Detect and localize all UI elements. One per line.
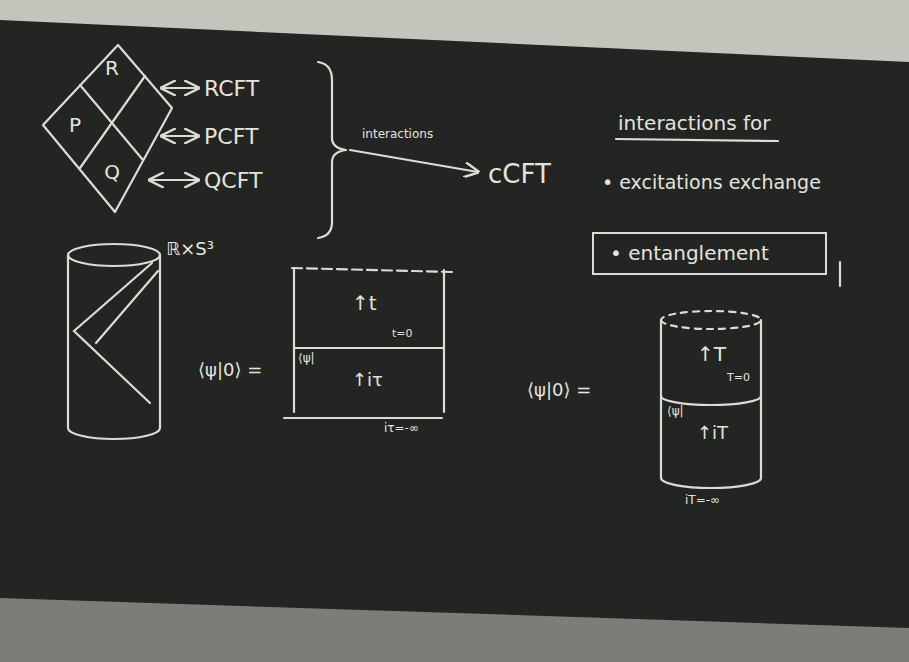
chalk-line bbox=[96, 271, 158, 343]
chalk-line bbox=[159, 255, 161, 428]
list-item: • excitations exchange bbox=[602, 172, 821, 194]
text-slot: T=0 bbox=[727, 372, 750, 385]
boxed-item: • entanglement bbox=[592, 232, 827, 275]
chalk-line bbox=[294, 347, 444, 349]
interaction-arrow bbox=[350, 150, 478, 172]
equation-lhs: ⟨ψ|0⟩ = bbox=[198, 360, 262, 381]
chalk-line bbox=[661, 478, 761, 488]
region-label: R bbox=[97, 53, 127, 83]
figure-outline bbox=[66, 243, 162, 443]
cylinder-figure: ℝ×S³ bbox=[66, 243, 162, 443]
chalk-line bbox=[760, 320, 762, 478]
chalk-line bbox=[68, 428, 160, 439]
text-slot: ↑t bbox=[352, 292, 377, 315]
text-slot: QCFT bbox=[204, 168, 262, 193]
text-slot: iτ=-∞ bbox=[384, 422, 419, 436]
node-text: Q bbox=[104, 161, 120, 184]
node-text: P bbox=[69, 114, 81, 137]
figure-text: ↑iT bbox=[697, 423, 728, 444]
region-label: P bbox=[60, 110, 90, 140]
node-text: • entanglement bbox=[610, 242, 809, 265]
cft-label: QCFT bbox=[204, 168, 262, 193]
text-slot: ⟨ψ|0⟩ = bbox=[527, 380, 591, 401]
text-slot: ↑iτ bbox=[352, 370, 383, 391]
text-slot: ⟨ψ| bbox=[298, 352, 315, 366]
text-slot: t=0 bbox=[392, 328, 413, 341]
text-slot: iT=-∞ bbox=[685, 494, 720, 508]
diamond-divider bbox=[80, 76, 145, 168]
chalk-line bbox=[67, 255, 69, 428]
text-slot: ℝ×S³ bbox=[166, 239, 214, 260]
chalk-mark bbox=[839, 262, 841, 286]
text-slot: interactions for bbox=[618, 112, 770, 135]
double-arrow bbox=[162, 135, 198, 137]
double-arrow bbox=[162, 87, 198, 89]
double-arrow bbox=[150, 179, 198, 181]
chalk-line bbox=[660, 320, 662, 478]
wall-strip bbox=[0, 0, 909, 62]
equation-lhs: ⟨ψ|0⟩ = bbox=[527, 380, 591, 401]
text-slot: PCFT bbox=[204, 124, 258, 149]
figure-text: ↑t bbox=[352, 292, 377, 315]
figure-text: ℝ×S³ bbox=[166, 239, 214, 260]
underline bbox=[616, 139, 778, 141]
strip-figure: ↑t t=0 ⟨ψ| ↑iτ iτ=-∞ bbox=[284, 262, 456, 442]
figure-text: ⟨ψ| bbox=[667, 405, 684, 419]
text-slot: cCFT bbox=[488, 160, 551, 190]
figure-text: iτ=-∞ bbox=[384, 422, 419, 436]
cft-label: RCFT bbox=[204, 76, 259, 101]
figure-text: t=0 bbox=[392, 328, 413, 341]
figure-text: iT=-∞ bbox=[685, 494, 720, 508]
figure-text: T=0 bbox=[727, 372, 750, 385]
causal-diamond bbox=[43, 45, 172, 212]
figure-text: ↑T bbox=[697, 343, 726, 366]
chalk-line bbox=[74, 263, 152, 403]
text-slot: RCFT bbox=[204, 76, 259, 101]
cylinder-figure: ↑TT=0 ⟨ψ| ↑iT iT=-∞ bbox=[655, 308, 767, 523]
chalk-line bbox=[68, 244, 160, 266]
chalk-line bbox=[293, 268, 295, 412]
chalk-line bbox=[284, 417, 442, 419]
figure-text: ↑iτ bbox=[352, 370, 383, 391]
text-slot: ↑iT bbox=[697, 423, 728, 444]
region-label: Q bbox=[97, 157, 127, 187]
chalk-ledge bbox=[0, 598, 909, 662]
text-slot: ⟨ψ| bbox=[667, 405, 684, 419]
text-slot: ↑T bbox=[697, 343, 726, 366]
cft-label: cCFT bbox=[488, 160, 551, 190]
figure-text: ⟨ψ| bbox=[298, 352, 315, 366]
arrow-label: interactions bbox=[362, 128, 433, 142]
heading-note: interactions for bbox=[618, 112, 770, 135]
node-text: R bbox=[105, 57, 119, 80]
cft-label: PCFT bbox=[204, 124, 258, 149]
chalk-line bbox=[292, 268, 452, 272]
chalk-line bbox=[661, 311, 761, 329]
chalk-line bbox=[661, 396, 761, 405]
text-slot: • excitations exchange bbox=[602, 172, 821, 194]
text-slot: interactions bbox=[362, 128, 433, 142]
text-slot: ⟨ψ|0⟩ = bbox=[198, 360, 262, 381]
curly-brace bbox=[318, 62, 346, 238]
chalk-line bbox=[443, 270, 445, 412]
